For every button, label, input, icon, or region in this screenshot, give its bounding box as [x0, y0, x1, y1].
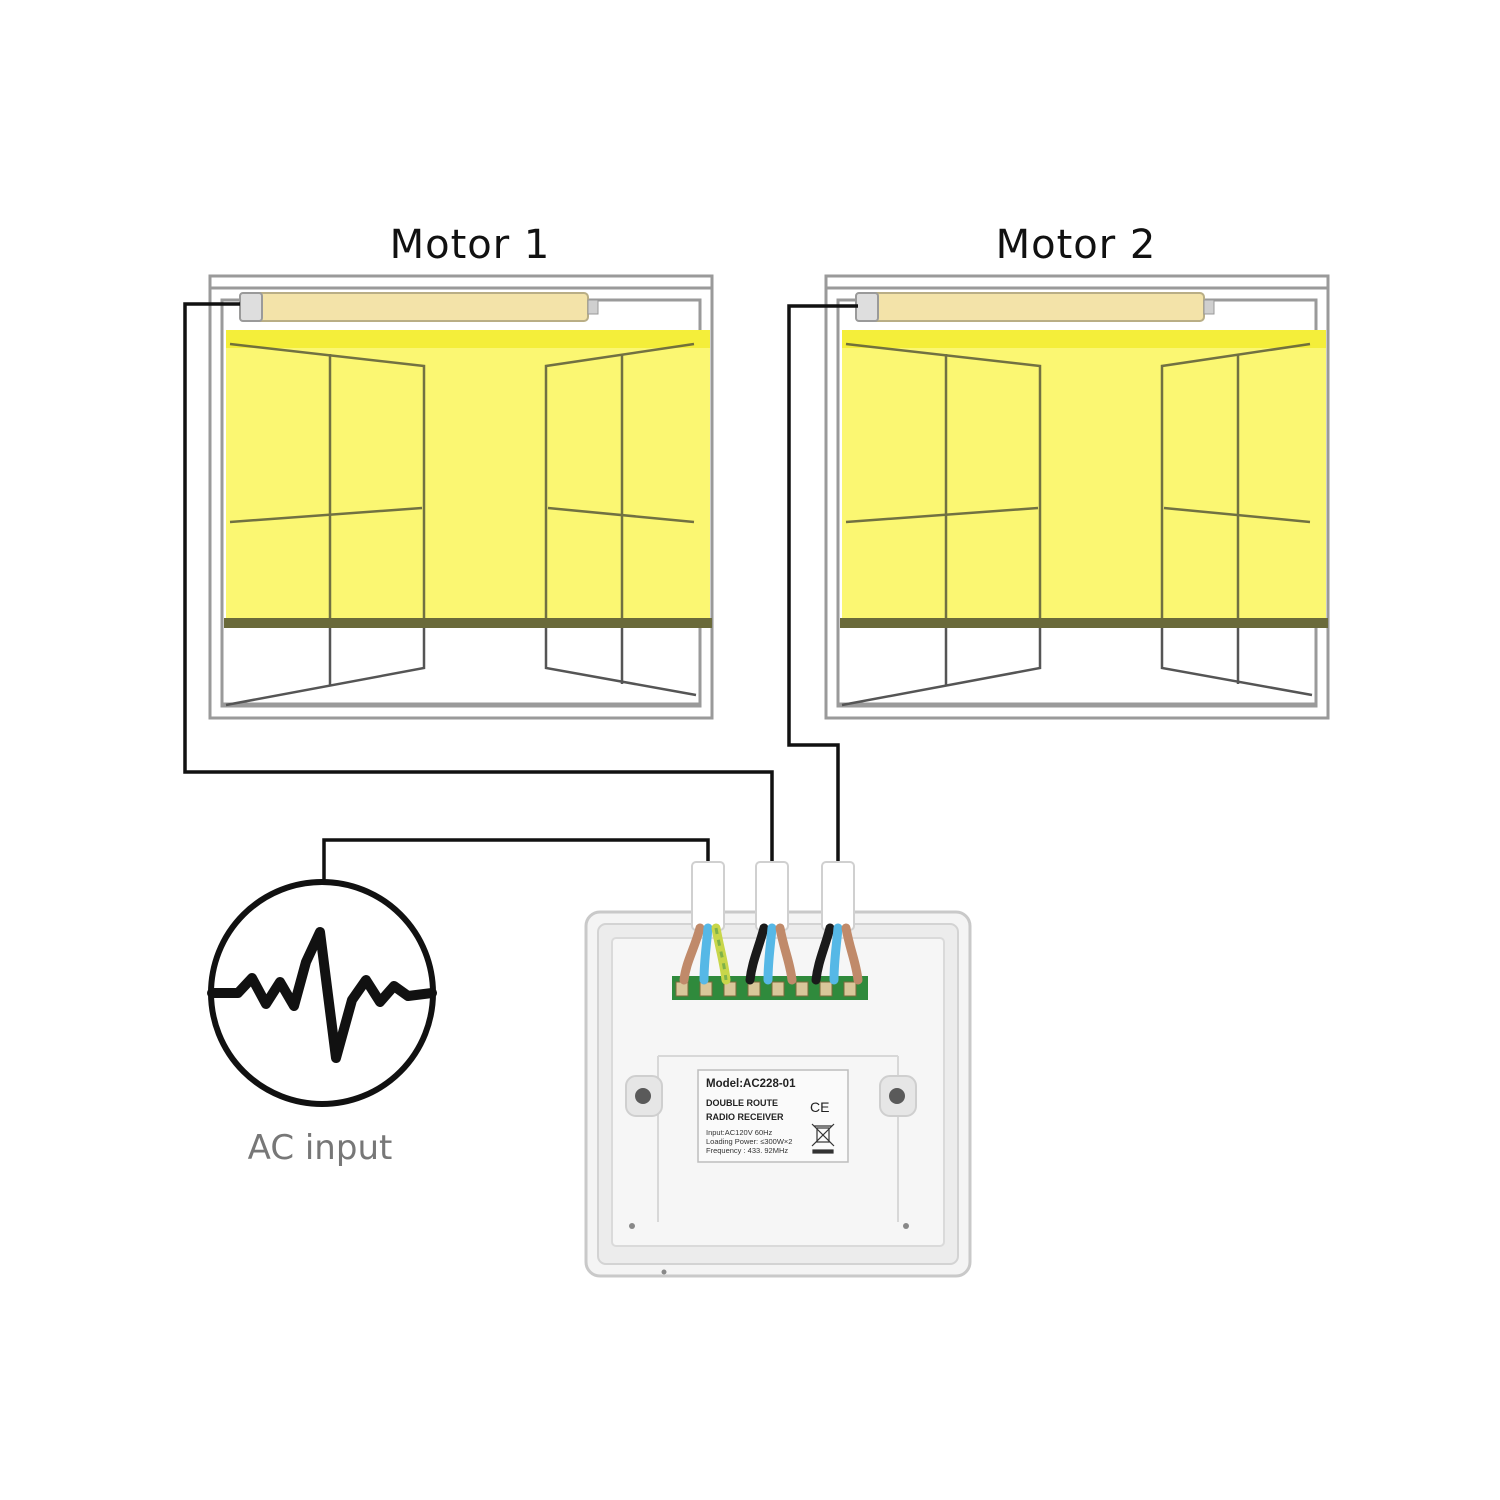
blind-fabric-1 [226, 330, 710, 624]
weee-bin-icon [811, 1123, 835, 1154]
label-spec-power: Loading Power: ≤300W×2 [706, 1137, 792, 1146]
cable-ac-input [679, 861, 731, 985]
window-2 [824, 274, 1330, 720]
blind-bottom-bar-2 [840, 618, 1328, 628]
window-2-panes [841, 624, 1313, 707]
motor-2-title: Motor 2 [995, 222, 1157, 268]
tubular-motor-icon [239, 292, 599, 322]
label-spec-input: Input:AC120V 60Hz [706, 1128, 773, 1137]
cable-motor-1 [745, 861, 797, 985]
wires [183, 302, 858, 880]
tubular-motor-icon [855, 292, 1215, 322]
blind-bottom-bar-1 [224, 618, 712, 628]
window-1-panes [225, 624, 697, 707]
blind-top-band-1 [226, 330, 710, 348]
wire-motor-1 [183, 302, 774, 862]
label-spec-frequency: Frequency : 433. 92MHz [706, 1146, 788, 1155]
blind-fabric-2 [842, 330, 1326, 624]
wire-ac-input [322, 838, 710, 880]
ac-wave-icon [207, 879, 437, 1107]
product-label: Model:AC228-01 DOUBLE ROUTE RADIO RECEIV… [697, 1069, 849, 1163]
window-2-panes-behind-blind [845, 342, 1311, 620]
blind-top-band-2 [842, 330, 1326, 348]
wire-motor-2 [787, 304, 858, 862]
receiver-device-icon: Model:AC228-01 DOUBLE ROUTE RADIO RECEIV… [584, 861, 972, 1278]
window-1-panes-behind-blind [229, 342, 695, 620]
ac-input-label: AC input [247, 1128, 393, 1168]
label-model: Model:AC228-01 [706, 1078, 796, 1090]
label-product-line1: DOUBLE ROUTE [706, 1098, 778, 1108]
cable-motor-2 [811, 861, 863, 985]
ce-mark: CE [810, 1099, 829, 1115]
window-1 [208, 274, 714, 720]
motor-1-title: Motor 1 [389, 222, 551, 268]
label-product-line2: RADIO RECEIVER [706, 1112, 784, 1122]
